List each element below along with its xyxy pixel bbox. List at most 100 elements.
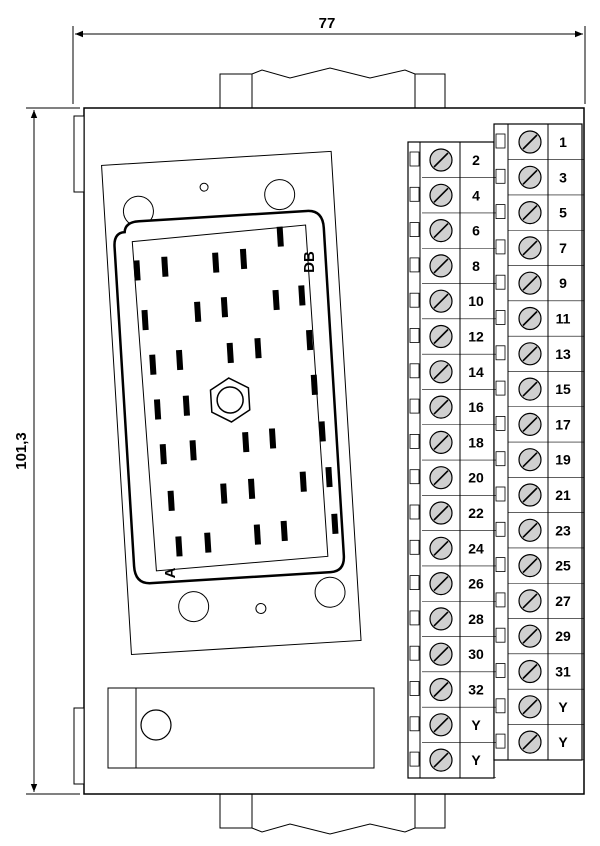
hex-nut bbox=[209, 377, 251, 423]
terminal-left-15[interactable]: 30 bbox=[409, 642, 496, 673]
terminal-latch bbox=[409, 257, 420, 273]
terminal-right-2[interactable]: 3 bbox=[495, 165, 584, 196]
terminal-latch bbox=[495, 274, 506, 290]
terminal-right-6[interactable]: 11 bbox=[495, 306, 584, 337]
terminal-left-10[interactable]: 20 bbox=[409, 466, 496, 496]
terminal-left-9[interactable]: 18 bbox=[409, 430, 496, 461]
terminal-label: 19 bbox=[555, 452, 571, 468]
terminal-left-6[interactable]: 12 bbox=[409, 324, 496, 355]
terminal-label: Y bbox=[558, 734, 568, 750]
terminal-latch bbox=[495, 204, 506, 220]
terminal-latch bbox=[495, 592, 506, 608]
connector-pin bbox=[159, 444, 167, 465]
terminal-label: 5 bbox=[559, 205, 567, 221]
terminal-label: 7 bbox=[559, 240, 567, 256]
terminal-latch bbox=[409, 716, 420, 732]
screw-slot bbox=[433, 434, 449, 450]
terminal-latch bbox=[409, 469, 420, 485]
width-dimension-label: 77 bbox=[319, 15, 336, 32]
terminal-right-11[interactable]: 21 bbox=[495, 483, 584, 513]
terminal-left-18[interactable]: Y bbox=[409, 748, 496, 779]
height-dimension-label: 101,3 bbox=[13, 432, 30, 470]
terminal-latch bbox=[495, 310, 506, 325]
terminal-right-1[interactable]: 1 bbox=[495, 130, 584, 160]
screw-slot bbox=[522, 310, 538, 327]
connector-pin bbox=[194, 301, 202, 322]
connector-pin bbox=[175, 536, 183, 557]
terminal-left-5[interactable]: 10 bbox=[409, 289, 496, 320]
terminal-right-4[interactable]: 7 bbox=[495, 236, 584, 266]
connector-pins bbox=[133, 226, 339, 557]
terminal-left-16[interactable]: 32 bbox=[409, 677, 496, 708]
terminal-left-3[interactable]: 6 bbox=[409, 219, 496, 249]
terminal-label: 6 bbox=[472, 223, 480, 239]
terminal-right-3[interactable]: 5 bbox=[495, 201, 584, 231]
terminal-latch bbox=[495, 486, 506, 502]
terminal-right-16[interactable]: 31 bbox=[495, 659, 584, 690]
terminal-right-13[interactable]: 25 bbox=[495, 553, 584, 584]
terminal-latch bbox=[409, 610, 420, 626]
terminal-latch bbox=[495, 451, 506, 467]
screw-slot bbox=[433, 364, 449, 380]
terminal-right-12[interactable]: 23 bbox=[495, 518, 584, 549]
terminal-left-11[interactable]: 22 bbox=[409, 501, 496, 531]
connector-pin bbox=[242, 431, 250, 453]
terminal-left-8[interactable]: 16 bbox=[409, 395, 496, 426]
connector-pin bbox=[189, 440, 197, 461]
terminal-right-17[interactable]: Y bbox=[495, 695, 584, 725]
terminal-right-18[interactable]: Y bbox=[495, 730, 584, 761]
terminal-right-14[interactable]: 27 bbox=[495, 589, 584, 619]
terminal-latch bbox=[409, 539, 420, 555]
terminal-label: 16 bbox=[468, 399, 484, 415]
terminal-right-7[interactable]: 13 bbox=[495, 342, 584, 372]
connector-pin bbox=[298, 285, 306, 306]
terminal-right-8[interactable]: 15 bbox=[495, 377, 584, 408]
terminal-latch bbox=[409, 292, 420, 308]
connector-pin bbox=[141, 309, 149, 331]
connector-pin bbox=[133, 260, 141, 281]
terminal-left-13[interactable]: 26 bbox=[409, 571, 496, 602]
screw-slot bbox=[433, 328, 449, 345]
terminal-label: 10 bbox=[468, 293, 484, 309]
terminal-label: 24 bbox=[468, 540, 484, 556]
terminal-label: 2 bbox=[472, 152, 480, 168]
terminal-latch bbox=[409, 222, 420, 238]
connector-pin bbox=[212, 252, 220, 273]
screw-slot bbox=[522, 663, 538, 680]
terminal-left-1[interactable]: 2 bbox=[409, 148, 496, 178]
terminal-label: 22 bbox=[468, 505, 484, 521]
terminal-label: Y bbox=[471, 717, 481, 733]
screw-slot bbox=[522, 346, 538, 362]
height-dimension bbox=[26, 107, 80, 795]
terminal-label: 9 bbox=[559, 275, 567, 291]
screw-slot bbox=[522, 134, 538, 150]
connector-pin bbox=[182, 395, 190, 416]
terminal-label: Y bbox=[471, 752, 481, 768]
terminal-latch bbox=[409, 645, 420, 661]
terminal-label: 12 bbox=[468, 329, 484, 345]
terminal-latch bbox=[495, 380, 506, 396]
terminal-left-17[interactable]: Y bbox=[409, 713, 496, 743]
mounting-hole bbox=[264, 179, 296, 211]
terminal-left-12[interactable]: 24 bbox=[409, 536, 496, 567]
terminal-right-9[interactable]: 17 bbox=[495, 412, 584, 443]
terminal-right-10[interactable]: 19 bbox=[495, 448, 584, 478]
terminal-right-5[interactable]: 9 bbox=[495, 271, 584, 302]
terminal-latch bbox=[495, 627, 506, 643]
screw-slot bbox=[433, 470, 449, 486]
terminal-label: 11 bbox=[556, 311, 571, 327]
terminal-left-7[interactable]: 14 bbox=[409, 360, 496, 390]
terminal-label: 23 bbox=[555, 522, 571, 538]
connector-pin bbox=[318, 421, 326, 442]
connector-pin bbox=[272, 289, 280, 311]
connector-pin bbox=[299, 471, 307, 492]
screw-slot bbox=[433, 258, 449, 274]
connector-pin bbox=[280, 520, 288, 542]
terminal-right-15[interactable]: 29 bbox=[495, 624, 584, 655]
terminal-label: 17 bbox=[555, 416, 571, 432]
terminal-left-14[interactable]: 28 bbox=[409, 607, 496, 637]
terminal-left-2[interactable]: 4 bbox=[409, 183, 496, 214]
mounting-hole bbox=[178, 591, 210, 623]
terminal-left-4[interactable]: 8 bbox=[409, 254, 496, 284]
